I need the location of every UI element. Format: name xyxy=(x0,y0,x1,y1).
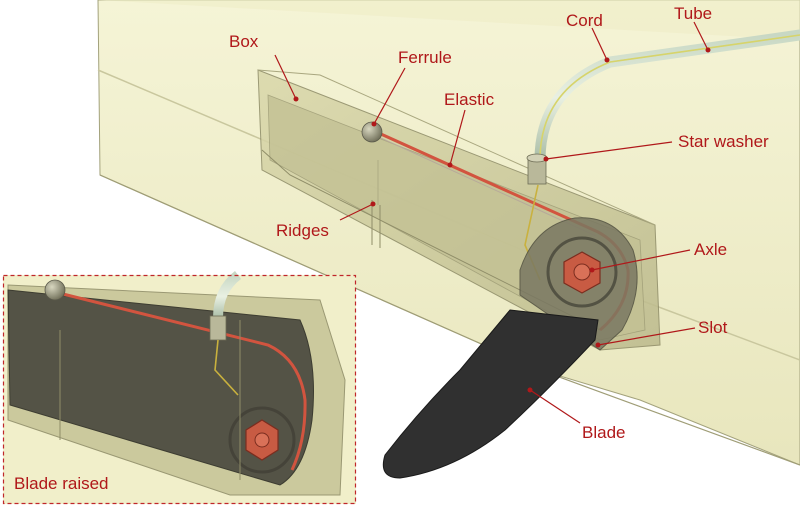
axle-ring xyxy=(546,236,618,308)
inset-blade-raised xyxy=(2,271,357,505)
leader-tube xyxy=(693,21,709,51)
inset-elastic xyxy=(54,290,307,471)
leader-dot xyxy=(595,342,601,348)
hull-upper-shade xyxy=(98,0,800,40)
label-tube: Tube xyxy=(674,4,713,23)
label-ridges: Ridges xyxy=(276,221,329,240)
inset-tube xyxy=(213,271,242,319)
leader-dot xyxy=(527,387,533,393)
leader-dot xyxy=(370,201,376,207)
leader-dot xyxy=(589,267,595,273)
leader-axle xyxy=(591,249,691,271)
box-flange xyxy=(261,149,601,331)
leader-dot xyxy=(447,162,453,168)
axle-center xyxy=(573,263,591,281)
leader-box xyxy=(274,54,297,100)
leader-dot xyxy=(543,156,549,162)
inset-axle-center xyxy=(254,432,270,448)
label-axle: Axle xyxy=(694,240,728,259)
leader-ridges xyxy=(339,203,374,221)
ridges xyxy=(371,160,381,248)
leader-star-washer xyxy=(545,141,673,160)
label-inset-caption: Blade raised xyxy=(14,474,109,493)
label-star-washer: Star washer xyxy=(678,132,769,151)
leader-lines xyxy=(274,21,709,424)
inset-axle-ring xyxy=(228,406,296,474)
label-cord: Cord xyxy=(566,11,603,30)
inset-border xyxy=(2,274,357,505)
leader-dots xyxy=(293,47,711,393)
star-washer xyxy=(526,153,548,185)
inset-star-washer xyxy=(209,315,227,341)
label-elastic: Elastic xyxy=(444,90,495,109)
ferrule xyxy=(361,121,383,143)
leader-slot xyxy=(597,327,696,346)
elastic-band-shadow xyxy=(371,133,597,237)
label-blade: Blade xyxy=(582,423,626,442)
leader-dot xyxy=(371,121,377,127)
leader-ferrule xyxy=(373,67,406,125)
axle-assembly xyxy=(519,217,638,351)
cord xyxy=(539,34,800,161)
leader-elastic xyxy=(449,109,466,166)
leader-cord xyxy=(591,27,608,61)
inset-ferrule xyxy=(44,279,66,301)
leader-dot xyxy=(705,47,711,53)
inset-cord xyxy=(214,339,239,396)
leader-dot xyxy=(604,57,610,63)
label-ferrule: Ferrule xyxy=(398,48,452,67)
leader-blade xyxy=(529,389,581,424)
label-slot: Slot xyxy=(698,318,728,337)
leader-dot xyxy=(293,96,299,102)
label-box: Box xyxy=(229,32,259,51)
blade xyxy=(382,309,599,479)
